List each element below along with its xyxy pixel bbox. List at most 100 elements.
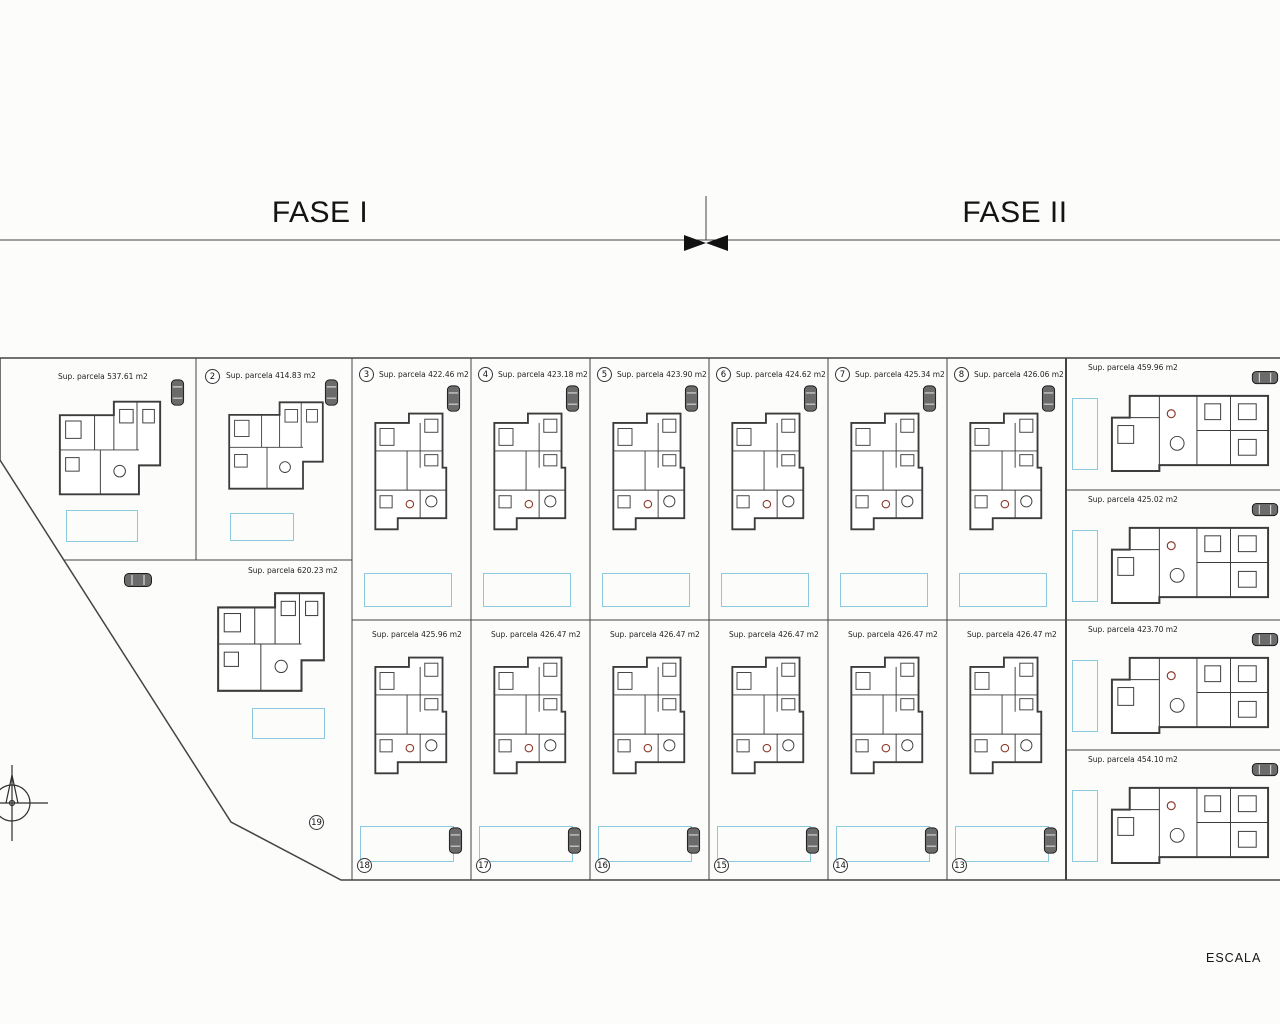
pool: [840, 573, 928, 607]
fase2-title: FASE II: [962, 196, 1068, 229]
pool: [230, 513, 294, 541]
pool: [360, 826, 454, 862]
parcel-right-4: Sup. parcela 454.10 m2: [1066, 750, 1280, 880]
car-icon: [170, 379, 185, 406]
floor-plan: [850, 412, 924, 531]
pool: [955, 826, 1049, 862]
parcel-area-label: Sup. parcela 620.23 m2: [248, 566, 338, 575]
parcel-area-label: Sup. parcela 425.02 m2: [1088, 495, 1178, 504]
parcel-18: Sup. parcela 425.96 m2 18: [352, 620, 471, 880]
floor-plan: [612, 656, 686, 775]
parcel-number: 7: [835, 367, 850, 382]
escala-label: ESCALA: [1206, 951, 1262, 965]
floor-plan: [731, 412, 805, 531]
parcel-right-3: Sup. parcela 423.70 m2: [1066, 620, 1280, 750]
phase-divider-marker: [684, 235, 728, 251]
parcel-7: 7 Sup. parcela 425.34 m2: [828, 358, 947, 620]
parcel-number: 19: [309, 815, 324, 830]
parcel-number: 6: [716, 367, 731, 382]
pool: [959, 573, 1047, 607]
parcel-number: 2: [205, 369, 220, 384]
parcel-6: 6 Sup. parcela 424.62 m2: [709, 358, 828, 620]
parcel-area-label: Sup. parcela 424.62 m2: [736, 370, 826, 379]
parcel-number: 18: [357, 858, 372, 873]
parcel-number: 3: [359, 367, 374, 382]
parcel-15: Sup. parcela 426.47 m2 15: [709, 620, 828, 880]
floor-plan: [58, 400, 162, 496]
parcel-4: 4 Sup. parcela 423.18 m2: [471, 358, 590, 620]
floor-plan: [612, 412, 686, 531]
parcel-area-label: Sup. parcela 423.70 m2: [1088, 625, 1178, 634]
pool: [1072, 530, 1098, 602]
car-icon: [1251, 370, 1279, 385]
car-icon: [567, 827, 582, 854]
parcel-number: 14: [833, 858, 848, 873]
pool: [1072, 790, 1098, 862]
parcel-area-label: Sup. parcela 423.18 m2: [498, 370, 588, 379]
parcel-area-label: Sup. parcela 414.83 m2: [226, 371, 316, 380]
floor-plan: [217, 592, 325, 692]
floor-plan: [1110, 394, 1270, 473]
parcel-number: 15: [714, 858, 729, 873]
parcel-area-label: Sup. parcela 426.47 m2: [848, 630, 938, 639]
floor-plan: [969, 412, 1043, 531]
pool: [364, 573, 452, 607]
parcel-5: 5 Sup. parcela 423.90 m2: [590, 358, 709, 620]
pool: [836, 826, 930, 862]
parcel-area-label: Sup. parcela 426.47 m2: [729, 630, 819, 639]
parcel-area-label: Sup. parcela 459.96 m2: [1088, 363, 1178, 372]
car-icon: [805, 827, 820, 854]
parcel-area-label: Sup. parcela 426.47 m2: [491, 630, 581, 639]
parcel-16: Sup. parcela 426.47 m2 16: [590, 620, 709, 880]
parcel-3: 3 Sup. parcela 422.46 m2: [352, 358, 471, 620]
parcel-area-label: Sup. parcela 537.61 m2: [58, 372, 148, 381]
parcel-number: 8: [954, 367, 969, 382]
car-icon: [1251, 502, 1279, 517]
floor-plan: [1110, 786, 1270, 865]
parcel-number: 4: [478, 367, 493, 382]
floor-plan: [228, 401, 324, 490]
parcel-number: 13: [952, 858, 967, 873]
parcel-area-label: Sup. parcela 422.46 m2: [379, 370, 469, 379]
fase1-title: FASE I: [271, 196, 369, 229]
pool: [1072, 398, 1098, 470]
parcel-right-2: Sup. parcela 425.02 m2: [1066, 490, 1280, 620]
parcel-13: Sup. parcela 426.47 m2 13: [947, 620, 1066, 880]
car-icon: [123, 572, 153, 588]
parcel-2: 2 Sup. parcela 414.83 m2: [196, 358, 352, 560]
pool: [483, 573, 571, 607]
compass-icon: [0, 765, 48, 841]
floor-plan: [1110, 526, 1270, 605]
floor-plan: [374, 656, 448, 775]
floor-plan: [850, 656, 924, 775]
parcel-area-label: Sup. parcela 454.10 m2: [1088, 755, 1178, 764]
pool: [717, 826, 811, 862]
parcel-area-label: Sup. parcela 426.47 m2: [610, 630, 700, 639]
car-icon: [448, 827, 463, 854]
parcel-number: 5: [597, 367, 612, 382]
parcel-area-label: Sup. parcela 425.96 m2: [372, 630, 462, 639]
parcel-8: 8 Sup. parcela 426.06 m2: [947, 358, 1066, 620]
pool: [1072, 660, 1098, 732]
parcel-1: Sup. parcela 537.61 m2: [0, 358, 196, 560]
parcel-14: Sup. parcela 426.47 m2 14: [828, 620, 947, 880]
pool: [66, 510, 138, 542]
car-icon: [1251, 762, 1279, 777]
parcel-area-label: Sup. parcela 426.06 m2: [974, 370, 1064, 379]
pool: [721, 573, 809, 607]
parcel-number: 17: [476, 858, 491, 873]
car-icon: [1043, 827, 1058, 854]
parcel-area-label: Sup. parcela 423.90 m2: [617, 370, 707, 379]
pool: [598, 826, 692, 862]
floor-plan: [1110, 656, 1270, 735]
parcel-19: Sup. parcela 620.23 m2 19: [0, 560, 352, 880]
car-icon: [686, 827, 701, 854]
car-icon: [1251, 632, 1279, 647]
pool: [479, 826, 573, 862]
parcel-right-1: Sup. parcela 459.96 m2: [1066, 358, 1280, 490]
pool: [252, 708, 325, 739]
floor-plan: [493, 656, 567, 775]
parcel-number: 16: [595, 858, 610, 873]
